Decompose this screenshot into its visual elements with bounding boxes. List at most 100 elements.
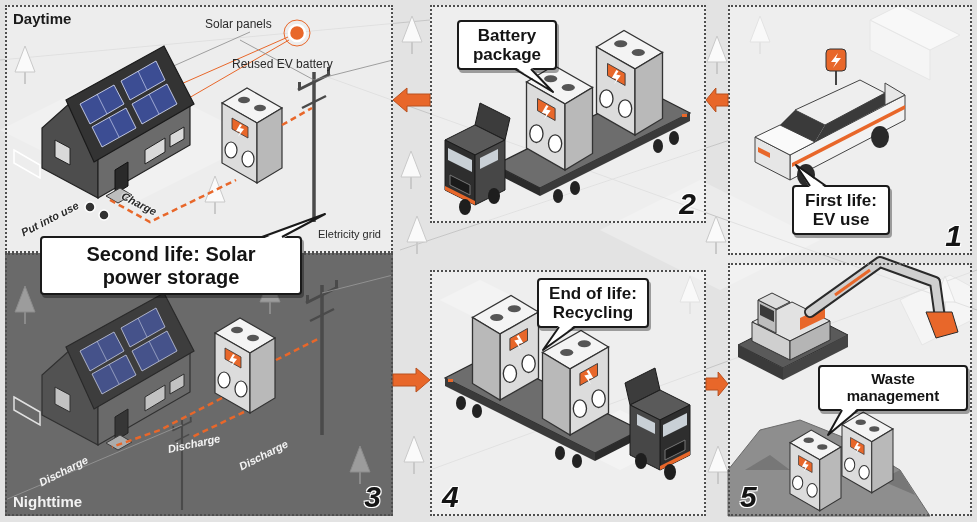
callout-tail-line <box>515 69 553 92</box>
nighttime-scene <box>5 275 393 510</box>
city-background-part <box>708 446 728 484</box>
callout-text: End of life: Recycling <box>544 284 642 322</box>
car-scene-part <box>792 105 905 167</box>
callout-tail-fill <box>543 325 575 350</box>
daytime-scene <box>14 20 393 222</box>
excavator-scene-part <box>790 321 830 360</box>
panel-fills-part <box>430 5 706 223</box>
flow-arrow <box>706 372 728 396</box>
panel-fills <box>5 5 972 516</box>
step-number: 4 <box>442 482 459 512</box>
car-scene <box>755 49 905 186</box>
panel-fills-part <box>728 5 972 255</box>
daytime-scene-part <box>85 202 95 212</box>
callout-tail-fill <box>515 67 553 92</box>
city-background-part <box>407 216 427 254</box>
excavator-scene-part <box>842 412 893 493</box>
step-panel: 4 End of life: Recycling <box>430 270 706 516</box>
daytime-scene-part <box>289 25 305 41</box>
flow-arrow <box>393 88 430 112</box>
excavator-scene-part <box>926 312 958 338</box>
callout-text: Second life: Solar power storage <box>58 243 284 288</box>
annotation-label: Discharge <box>238 438 290 472</box>
nighttime-scene-part <box>215 318 275 413</box>
annotation-label: Put into use <box>20 200 81 238</box>
step-number: 1 <box>945 221 962 251</box>
nighttime-scene-part-part <box>15 286 35 324</box>
car-scene-part <box>797 164 815 186</box>
annotation-label: Eletricity grid <box>318 229 381 240</box>
daytime-scene-part <box>222 88 282 183</box>
nighttime-scene-part <box>15 276 370 484</box>
callout-text: Battery package <box>464 26 550 64</box>
daytime-scene-part <box>284 20 310 46</box>
callout-bubble: First life: EV use <box>792 185 890 235</box>
excavator-scene-part <box>758 293 790 309</box>
daytime-scene-part <box>205 176 225 214</box>
callout-bubble: Second life: Solar power storage <box>40 236 302 295</box>
callout-tail-fill <box>796 165 826 188</box>
daytime-scene-part <box>110 180 236 222</box>
callout-tail-line <box>543 327 575 350</box>
city-background-part <box>404 436 424 474</box>
nighttime-scene-part <box>172 417 191 510</box>
daytime-scene-part <box>182 40 289 102</box>
excavator-scene-part <box>835 270 870 295</box>
flow-arrow <box>706 88 728 112</box>
excavator-scene-part <box>810 262 940 318</box>
excavator-scene-part <box>790 430 841 511</box>
step-number: 5 <box>740 482 757 512</box>
callout-text: First life: EV use <box>799 191 883 229</box>
car-scene-part <box>826 49 846 71</box>
panel-title: Nighttime <box>13 494 82 509</box>
nighttime-scene-part <box>276 338 320 360</box>
panel-fills-part <box>728 263 972 516</box>
step-panel: 2 Battery package <box>430 5 706 223</box>
daytime-scene-part <box>14 46 194 203</box>
car-scene-part <box>835 71 837 85</box>
car-scene-part <box>871 126 889 148</box>
annotation-label: Discharge <box>167 433 221 455</box>
excavator-scene-part <box>728 420 930 516</box>
flow-arrow <box>393 368 430 392</box>
callout-tail-line <box>796 165 826 186</box>
car-scene-part <box>885 83 905 105</box>
step-panel: 1 First life: EV use <box>728 5 972 255</box>
daytime-scene-part <box>15 46 35 84</box>
city-background-part <box>706 216 726 254</box>
nighttime-scene-part-part <box>350 446 370 484</box>
annotation-label: Discharge <box>38 454 90 488</box>
step-panel: 5 Waste management <box>728 263 972 516</box>
city-background-part <box>707 36 727 74</box>
callout-tail-fill <box>828 408 858 435</box>
panel-title: Daytime <box>13 11 71 26</box>
city-background-part <box>401 151 421 189</box>
callout-text: Waste management <box>825 371 961 405</box>
annotation-label: Solar panels <box>205 18 272 30</box>
excavator-scene-part <box>810 262 940 318</box>
callout-tail-line <box>828 410 858 435</box>
panel-fills-part <box>5 5 393 253</box>
step-number: 3 <box>364 482 381 512</box>
daytime-scene-part <box>282 108 312 125</box>
daytime-scene-part <box>99 210 109 220</box>
annotation-label: Reused EV battery <box>232 58 333 70</box>
daytime-scene-part <box>298 67 330 222</box>
callout-tail-fill <box>262 214 325 239</box>
nighttime-scene-part <box>5 275 393 500</box>
annotation-label: Charge <box>120 191 159 218</box>
callout-tail-line <box>262 214 325 237</box>
step-number: 2 <box>679 189 696 219</box>
callout-bubble: Battery package <box>457 20 557 70</box>
city-background-part <box>402 16 422 54</box>
callout-bubble: Waste management <box>818 365 968 411</box>
callout-bubble: End of life: Recycling <box>537 278 649 328</box>
nighttime-scene-part <box>306 280 338 435</box>
excavator-scene-part <box>745 455 790 470</box>
car-scene-part <box>758 147 770 158</box>
panel-fills-part <box>430 270 706 516</box>
